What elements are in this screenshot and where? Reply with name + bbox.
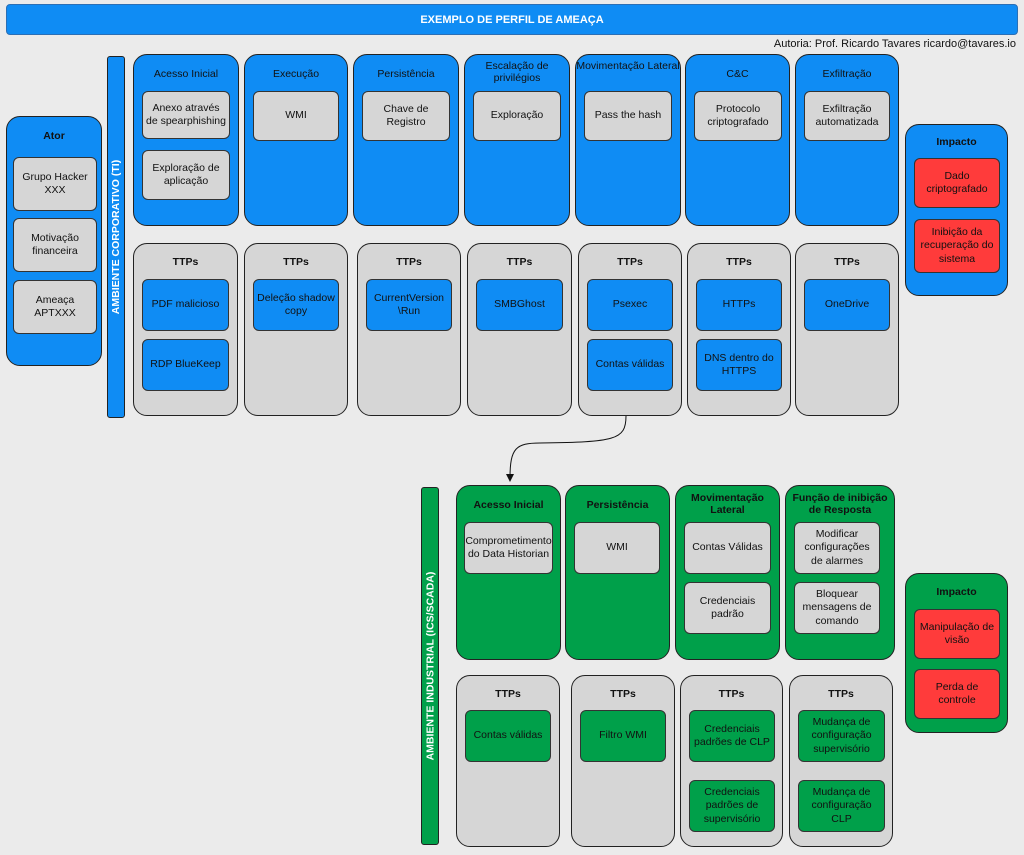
ttps-title: TTPs	[283, 256, 309, 268]
industrial-ttps-panel: TTPs Mudança de configuração supervisóri…	[789, 675, 893, 847]
ttps-title: TTPs	[396, 256, 422, 268]
tactic-title: Persistência	[586, 499, 649, 511]
corporate-ttps-panel: TTPs PDF malicioso RDP BlueKeep	[133, 243, 238, 416]
industrial-tactic-initial-access: Acesso Inicial Comprometimento do Data H…	[456, 485, 561, 660]
ttp-card: Deleção shadow copy	[253, 279, 339, 331]
corporate-ttps-panel: TTPs Psexec Contas válidas	[578, 243, 682, 416]
impact-card: Inibição da recuperação do sistema	[914, 219, 1000, 273]
ttps-title: TTPs	[834, 256, 860, 268]
technique-card: Protocolo criptografado	[694, 91, 782, 141]
corporate-ttps-panel: TTPs CurrentVersion \Run	[357, 243, 461, 416]
tactic-title: Exfiltração	[822, 68, 872, 80]
ttp-card: Contas válidas	[465, 710, 551, 762]
corporate-tactic-execution: Execução WMI	[244, 54, 348, 226]
corporate-ttps-panel: TTPs SMBGhost	[467, 243, 572, 416]
industrial-ttps-panel: TTPs Filtro WMI	[571, 675, 675, 847]
corporate-tactic-initial-access: Acesso Inicial Anexo através de spearphi…	[133, 54, 239, 226]
technique-card: WMI	[253, 91, 339, 141]
impact-card: Perda de controle	[914, 669, 1000, 719]
impact-title: Impacto	[936, 136, 977, 148]
ttp-card: Psexec	[587, 279, 673, 331]
diagram-title: EXEMPLO DE PERFIL DE AMEAÇA	[6, 4, 1018, 35]
ttps-title: TTPs	[172, 256, 199, 268]
tactic-title: Movimentação Lateral	[691, 492, 764, 517]
technique-card: Exfiltração automatizada	[804, 91, 890, 141]
ttps-title: TTPs	[506, 256, 533, 268]
industrial-tactic-persistence: Persistência WMI	[565, 485, 670, 660]
industrial-ttps-panel: TTPs Contas válidas	[456, 675, 560, 847]
technique-card: Pass the hash	[584, 91, 672, 141]
actor-title: Ator	[43, 130, 65, 142]
ttp-card: DNS dentro do HTTPS	[696, 339, 782, 391]
ttp-card: HTTPs	[696, 279, 782, 331]
ttp-card: PDF malicioso	[142, 279, 229, 331]
ttp-card: OneDrive	[804, 279, 890, 331]
tactic-title: Função de inibição de Resposta	[792, 492, 888, 517]
industrial-tactic-lateral-movement: Movimentação Lateral Contas Válidas Cred…	[675, 485, 780, 660]
tactic-title: Acesso Inicial	[153, 68, 219, 80]
ttps-title: TTPs	[718, 688, 745, 700]
ttps-title: TTPs	[495, 688, 521, 700]
tactic-title: Execução	[272, 68, 320, 80]
technique-card: Modificar configurações de alarmes	[794, 522, 880, 574]
corporate-environment-label: AMBIENTE CORPORATIVO (TI)	[107, 56, 125, 418]
industrial-tactic-inhibit-response: Função de inibição de Resposta Modificar…	[785, 485, 895, 660]
tactic-title: Acesso Inicial	[473, 499, 544, 511]
ttp-card: Mudança de configuração CLP	[798, 780, 885, 832]
tactic-title: Movimentação Lateral	[576, 60, 680, 72]
ttp-card: Mudança de configuração supervisório	[798, 710, 885, 762]
ttp-card: Filtro WMI	[580, 710, 666, 762]
technique-card: WMI	[574, 522, 660, 574]
technique-card: Exploração de aplicação	[142, 150, 230, 200]
corporate-ttps-panel: TTPs Deleção shadow copy	[244, 243, 348, 416]
corporate-ttps-panel: TTPs OneDrive	[795, 243, 899, 416]
author-credit: Autoria: Prof. Ricardo Tavares ricardo@t…	[773, 38, 1016, 50]
ttps-title: TTPs	[828, 688, 854, 700]
technique-card: Exploração	[473, 91, 561, 141]
corporate-impact-panel: Impacto Dado criptografado Inibição da r…	[905, 124, 1008, 296]
actor-item: Grupo Hacker XXX	[13, 157, 97, 211]
corporate-ttps-panel: TTPs HTTPs DNS dentro do HTTPS	[687, 243, 791, 416]
ttp-card: SMBGhost	[476, 279, 563, 331]
tactic-title: Persistência	[377, 68, 435, 80]
technique-card: Contas Válidas	[684, 522, 771, 574]
ttp-card: CurrentVersion \Run	[366, 279, 452, 331]
ttps-title: TTPs	[610, 688, 636, 700]
ttp-card: Credenciais padrões de CLP	[689, 710, 775, 762]
technique-card: Comprometimento do Data Historian	[464, 522, 553, 574]
technique-card: Chave de Registro	[362, 91, 450, 141]
corporate-tactic-privilege-escalation: Escalação de privilégios Exploração	[464, 54, 570, 226]
impact-title: Impacto	[936, 586, 977, 598]
industrial-ttps-panel: TTPs Credenciais padrões de CLP Credenci…	[680, 675, 783, 847]
impact-card: Dado criptografado	[914, 158, 1000, 208]
ttp-card: Contas válidas	[587, 339, 673, 391]
tactic-title: C&C	[726, 68, 749, 80]
tactic-title: Escalação de privilégios	[485, 60, 549, 85]
corporate-tactic-command-and-control: C&C Protocolo criptografado	[685, 54, 790, 226]
impact-card: Manipulação de visão	[914, 609, 1000, 659]
corporate-tactic-persistence: Persistência Chave de Registro	[353, 54, 459, 226]
industrial-impact-panel: Impacto Manipulação de visão Perda de co…	[905, 573, 1008, 733]
corporate-tactic-lateral-movement: Movimentação Lateral Pass the hash	[575, 54, 681, 226]
actor-item: Motivação financeira	[13, 218, 97, 272]
corporate-tactic-exfiltration: Exfiltração Exfiltração automatizada	[795, 54, 899, 226]
industrial-environment-label: AMBIENTE INDUSTRIAL (ICS/SCADA)	[421, 487, 439, 845]
technique-card: Bloquear mensagens de comando	[794, 582, 880, 634]
ttps-title: TTPs	[617, 256, 643, 268]
ttp-card: RDP BlueKeep	[142, 339, 229, 391]
technique-card: Anexo através de spearphishing	[142, 91, 230, 139]
actor-item: Ameaça APTXXX	[13, 280, 97, 334]
ttp-card: Credenciais padrões de supervisório	[689, 780, 775, 832]
actor-panel: Ator Grupo Hacker XXX Motivação financei…	[6, 116, 102, 366]
ttps-title: TTPs	[726, 256, 752, 268]
technique-card: Credenciais padrão	[684, 582, 771, 634]
